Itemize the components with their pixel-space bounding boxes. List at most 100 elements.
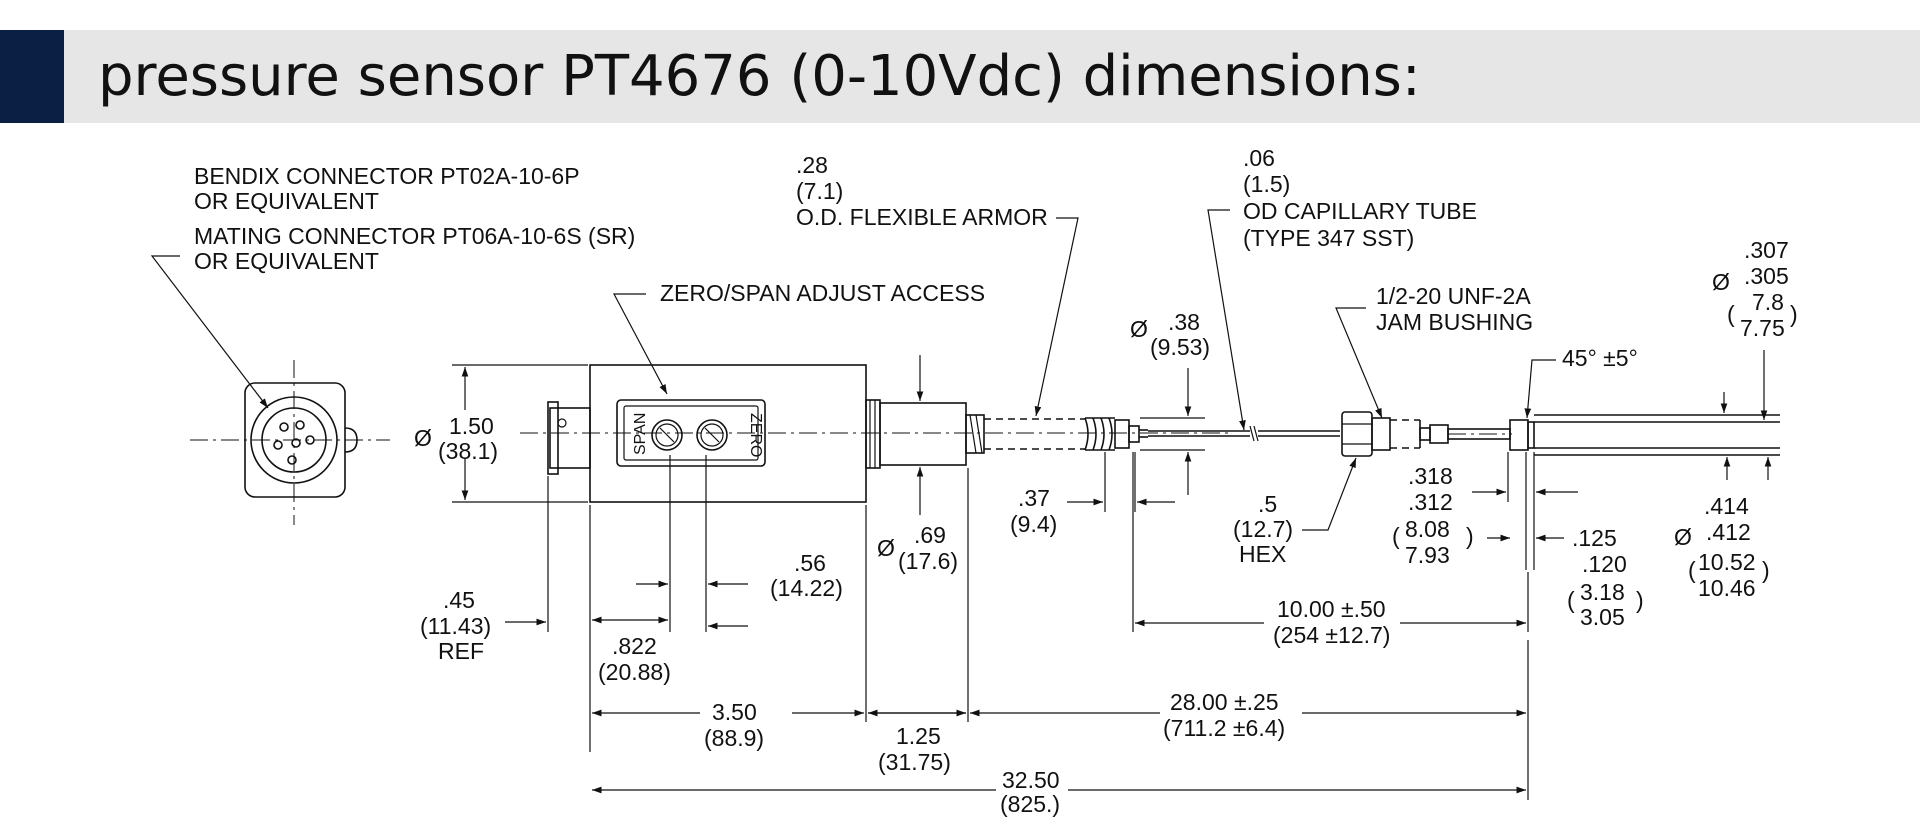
- dim-2800-in: 28.00 ±.25: [1170, 689, 1279, 715]
- dim-318-d: 7.93: [1405, 542, 1450, 568]
- dim-318-b: .312: [1408, 489, 1453, 515]
- dim-037-in: .37: [1018, 485, 1050, 511]
- dim-150-mm: (38.1): [438, 438, 498, 464]
- page-title: pressure sensor PT4676 (0-10Vdc) dimensi…: [98, 44, 1421, 109]
- dim-125-tip: .125 .120 ( 3.18 3.05 ): [1525, 452, 1644, 630]
- chamfer-label: 45° ±5°: [1562, 345, 1638, 371]
- dim-307-diameter: .307 Ø .305 ( 7.8 7.75 ): [1712, 237, 1798, 420]
- dim-069-mm: (17.6): [898, 548, 958, 574]
- dim-1000-in: 10.00 ±.50: [1277, 596, 1386, 622]
- dim-307-open: (: [1727, 301, 1735, 327]
- dim-414-close: ): [1762, 557, 1770, 583]
- dim-05-hex: .5 (12.7) HEX: [1233, 457, 1357, 567]
- dim-3250-mm: (825.): [1000, 791, 1060, 817]
- dim-150-dia-symbol: Ø: [414, 425, 432, 451]
- dim-037: .37 (9.4): [1010, 452, 1175, 537]
- callout-chamfer: 45° ±5°: [1524, 345, 1638, 419]
- dim-037-mm: (9.4): [1010, 511, 1057, 537]
- dim-318-a: .318: [1408, 463, 1453, 489]
- dim-414-b: .412: [1706, 519, 1751, 545]
- dim-3250: 32.50 (825.): [592, 767, 1526, 817]
- dim-414-a: .414: [1704, 493, 1749, 519]
- dim-05-mm: (12.7): [1233, 516, 1293, 542]
- dim-069-diameter: Ø .69 (17.6): [877, 355, 958, 574]
- dim-038-mm: (9.53): [1150, 334, 1210, 360]
- dim-150-in: 1.50: [449, 413, 494, 439]
- dim-150-diameter: Ø 1.50 (38.1): [414, 364, 588, 503]
- zero-label: ZERO: [747, 413, 764, 457]
- dim-038-dia-symbol: Ø: [1130, 316, 1148, 342]
- dim-414-diameter: .414 Ø .412 ( 10.52 10.46 ): [1674, 457, 1772, 601]
- dim-125b-c: 3.18: [1580, 579, 1625, 605]
- connector-end-view: [190, 360, 390, 525]
- callout-bendix: BENDIX CONNECTOR PT02A-10-6P OR EQUIVALE…: [150, 163, 635, 409]
- dim-307-d: 7.75: [1740, 315, 1785, 341]
- dim-414-open: (: [1688, 557, 1696, 583]
- dim-822-and-056: .822 (20.88) .56 (14.22): [589, 455, 843, 752]
- dim-125b-d: 3.05: [1580, 604, 1625, 630]
- zero-span-label: ZERO/SPAN ADJUST ACCESS: [660, 280, 985, 306]
- title-bar: pressure sensor PT4676 (0-10Vdc) dimensi…: [0, 30, 1920, 123]
- dim-069-dia-symbol: Ø: [877, 535, 895, 561]
- dim-05-hex: HEX: [1239, 541, 1286, 567]
- dim-350-mm: (88.9): [704, 725, 764, 751]
- dim-125-in: 1.25: [896, 723, 941, 749]
- dim-822-in: .822: [612, 633, 657, 659]
- cap-label-2: (TYPE 347 SST): [1243, 225, 1414, 251]
- dim-045-ref: .45 (11.43) REF: [420, 476, 549, 664]
- dim-038-diameter: Ø .38 (9.53): [1130, 309, 1210, 495]
- dim-414-dia-symbol: Ø: [1674, 524, 1692, 550]
- dim-318: .318 .312 ( 8.08 7.93 ): [1392, 452, 1578, 568]
- dim-125b-close: ): [1636, 587, 1644, 613]
- dim-307-close: ): [1790, 301, 1798, 327]
- callout-armor: .28 (7.1) O.D. FLEXIBLE ARMOR: [796, 152, 1079, 417]
- bushing-label-2: JAM BUSHING: [1376, 309, 1533, 335]
- dim-056-mm: (14.22): [770, 575, 843, 601]
- dim-069-in: .69: [914, 522, 946, 548]
- dim-307-a: .307: [1744, 237, 1789, 263]
- capillary-and-probe: [1139, 411, 1780, 457]
- mating-line-1: MATING CONNECTOR PT06A-10-6S (SR): [194, 223, 635, 249]
- dim-822-mm: (20.88): [598, 659, 671, 685]
- dim-125b-open: (: [1567, 587, 1575, 613]
- cap-dim-in: .06: [1243, 145, 1275, 171]
- bendix-line-1: BENDIX CONNECTOR PT02A-10-6P: [194, 163, 580, 189]
- dim-125b-b: .120: [1582, 551, 1627, 577]
- dim-045-mm: (11.43): [420, 613, 491, 639]
- armor-dim-in: .28: [796, 152, 828, 178]
- dim-350-in: 3.50: [712, 699, 757, 725]
- bushing-label-1: 1/2-20 UNF-2A: [1376, 283, 1531, 309]
- title-accent-block: [0, 30, 64, 123]
- dim-1000: 10.00 ±.50 (254 ±12.7): [1132, 452, 1529, 648]
- dim-038-in: .38: [1168, 309, 1200, 335]
- dim-2800: 28.00 ±.25 (711.2 ±6.4): [970, 640, 1529, 800]
- dim-307-c: 7.8: [1752, 289, 1784, 315]
- dim-318-close: ): [1466, 523, 1474, 549]
- transmitter-body: SPAN ZERO: [520, 364, 1230, 503]
- callout-bushing: 1/2-20 UNF-2A JAM BUSHING: [1335, 283, 1533, 419]
- dim-414-d: 10.46: [1698, 575, 1756, 601]
- dim-125b-a: .125: [1572, 525, 1617, 551]
- dim-307-dia-symbol: Ø: [1712, 269, 1730, 295]
- callout-capillary: .06 (1.5) OD CAPILLARY TUBE (TYPE 347 SS…: [1207, 145, 1477, 431]
- dim-045-ref: REF: [438, 638, 484, 664]
- dim-045-in: .45: [443, 587, 475, 613]
- cap-label-1: OD CAPILLARY TUBE: [1243, 198, 1477, 224]
- armor-label: O.D. FLEXIBLE ARMOR: [796, 204, 1048, 230]
- span-label: SPAN: [632, 413, 649, 455]
- dim-318-c: 8.08: [1405, 516, 1450, 542]
- dim-318-open: (: [1392, 523, 1400, 549]
- dim-1000-mm: (254 ±12.7): [1273, 622, 1390, 648]
- cap-dim-mm: (1.5): [1243, 171, 1290, 197]
- dim-414-c: 10.52: [1698, 549, 1756, 575]
- callout-zero-span: ZERO/SPAN ADJUST ACCESS: [613, 280, 985, 395]
- dim-05-in: .5: [1258, 491, 1277, 517]
- dim-125-mm: (31.75): [878, 749, 951, 775]
- armor-dim-mm: (7.1): [796, 178, 843, 204]
- dim-056-in: .56: [794, 550, 826, 576]
- dim-3250-in: 32.50: [1002, 767, 1060, 793]
- mating-line-2: OR EQUIVALENT: [194, 248, 379, 274]
- dim-2800-mm: (711.2 ±6.4): [1163, 715, 1285, 741]
- bendix-line-2: OR EQUIVALENT: [194, 188, 379, 214]
